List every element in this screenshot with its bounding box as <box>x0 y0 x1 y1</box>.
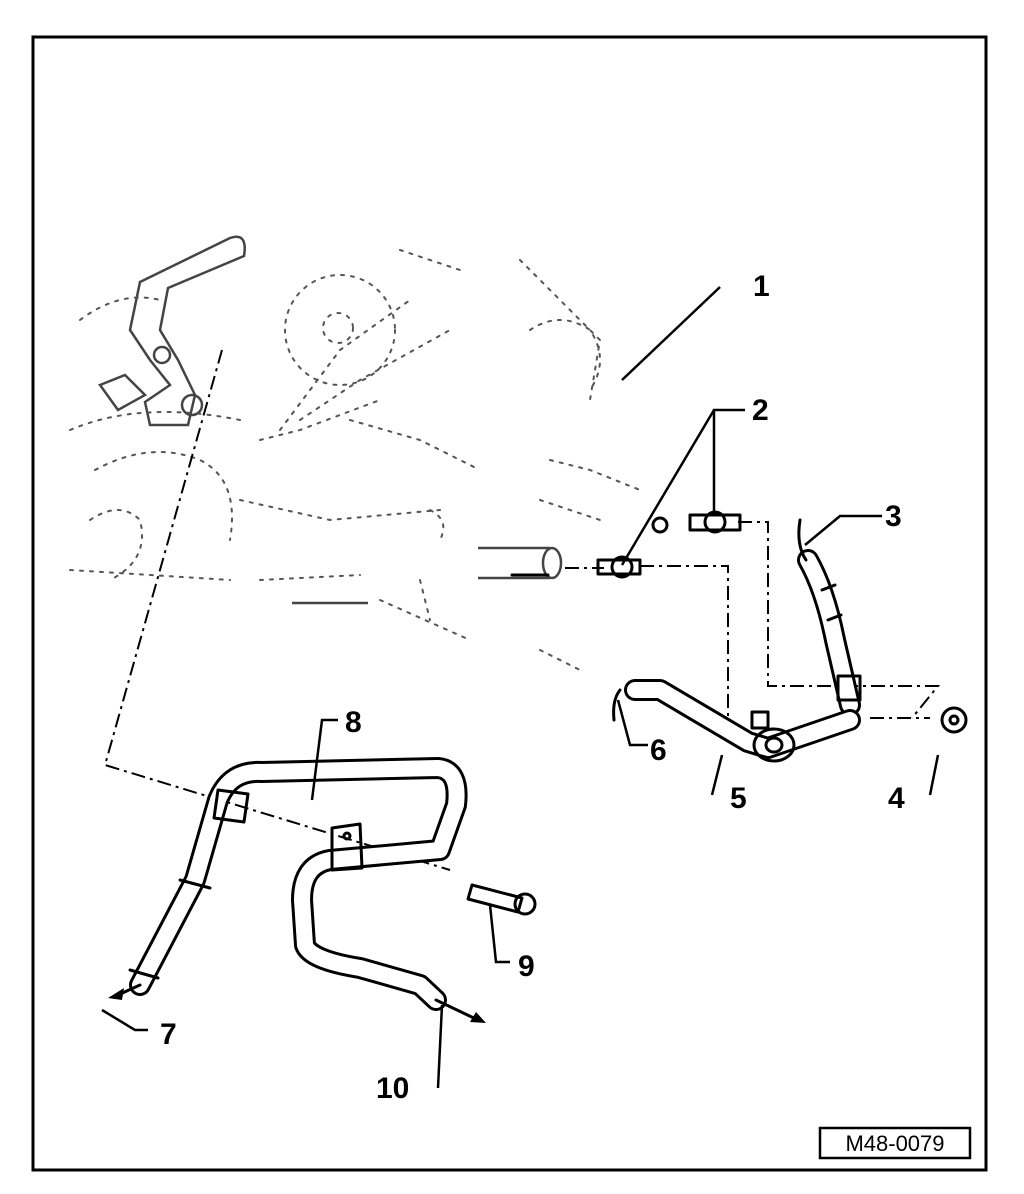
flow-arrows <box>108 983 486 1023</box>
callout-10: 10 <box>376 1072 409 1105</box>
reference-code: M48-0079 <box>845 1131 944 1156</box>
leader-lines <box>101 286 940 1089</box>
diagram-frame <box>31 35 988 1172</box>
part-8-pipe-bracket <box>128 757 468 1011</box>
callout-2: 2 <box>752 394 769 427</box>
part-9-bolt <box>466 883 537 916</box>
part-5-pipe <box>612 674 862 763</box>
callout-3: 3 <box>885 500 902 533</box>
callout-9: 9 <box>518 950 535 983</box>
callout-5: 5 <box>730 782 747 815</box>
background-assembly-ghost <box>69 235 641 671</box>
part-3-hose <box>797 518 861 716</box>
callout-6: 6 <box>650 734 667 767</box>
callout-4: 4 <box>888 782 905 815</box>
callout-7: 7 <box>160 1018 177 1051</box>
reference-code-box <box>818 1126 972 1160</box>
callout-8: 8 <box>345 706 362 739</box>
callout-1: 1 <box>753 270 770 303</box>
part-4-nut <box>940 706 968 734</box>
